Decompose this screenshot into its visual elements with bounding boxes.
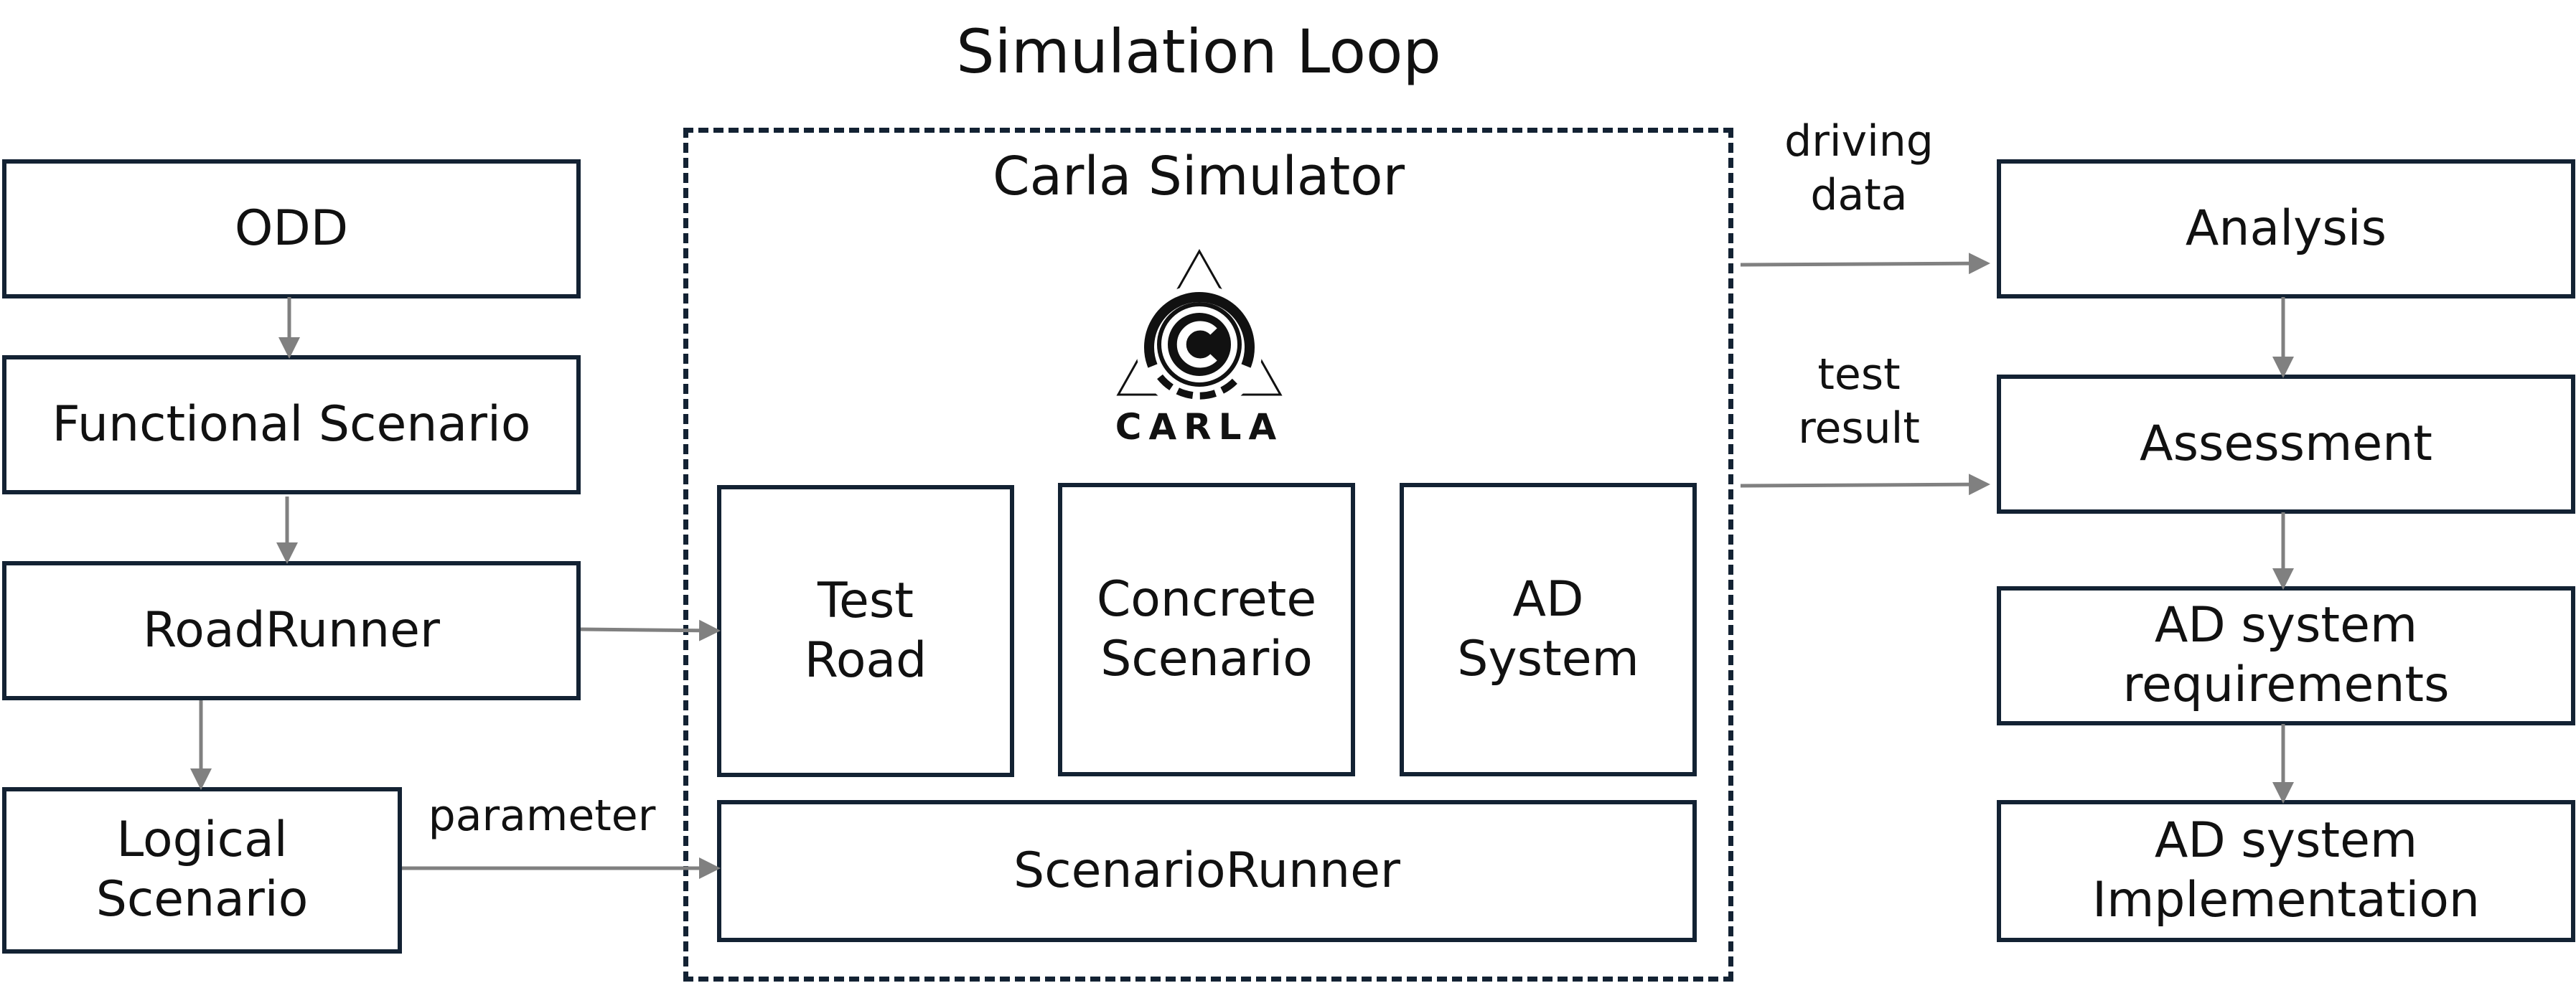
ad-implementation-box: AD system Implementation <box>1997 800 2575 942</box>
scenario-runner-box: ScenarioRunner <box>717 800 1697 942</box>
arrow-test-result <box>1740 474 1990 496</box>
analysis-box: Analysis <box>1997 159 2575 298</box>
carla-logo-text: CARLA <box>1115 406 1283 445</box>
roadrunner-box: RoadRunner <box>2 561 581 700</box>
odd-box: ODD <box>2 159 581 298</box>
simulation-loop-frame <box>683 128 1733 982</box>
functional-scenario-box: Functional Scenario <box>2 355 581 494</box>
carla-simulator-title: Carla Simulator <box>992 146 1405 207</box>
ad-requirements-box: AD system requirements <box>1997 586 2575 725</box>
test-result-label: test result <box>1798 349 1920 453</box>
arrow-driving-data <box>1740 253 1990 275</box>
driving-data-label: driving data <box>1784 116 1934 220</box>
ad-system-box: AD System <box>1400 483 1697 776</box>
concrete-scenario-box: Concrete Scenario <box>1058 483 1355 776</box>
parameter-label: parameter <box>428 791 656 841</box>
carla-logo-icon: CARLA <box>1115 248 1283 445</box>
logical-scenario-box: Logical Scenario <box>2 787 402 954</box>
diagram-title: Simulation Loop <box>956 17 1441 87</box>
arrow-roadrunner-to-test-road <box>580 619 721 641</box>
